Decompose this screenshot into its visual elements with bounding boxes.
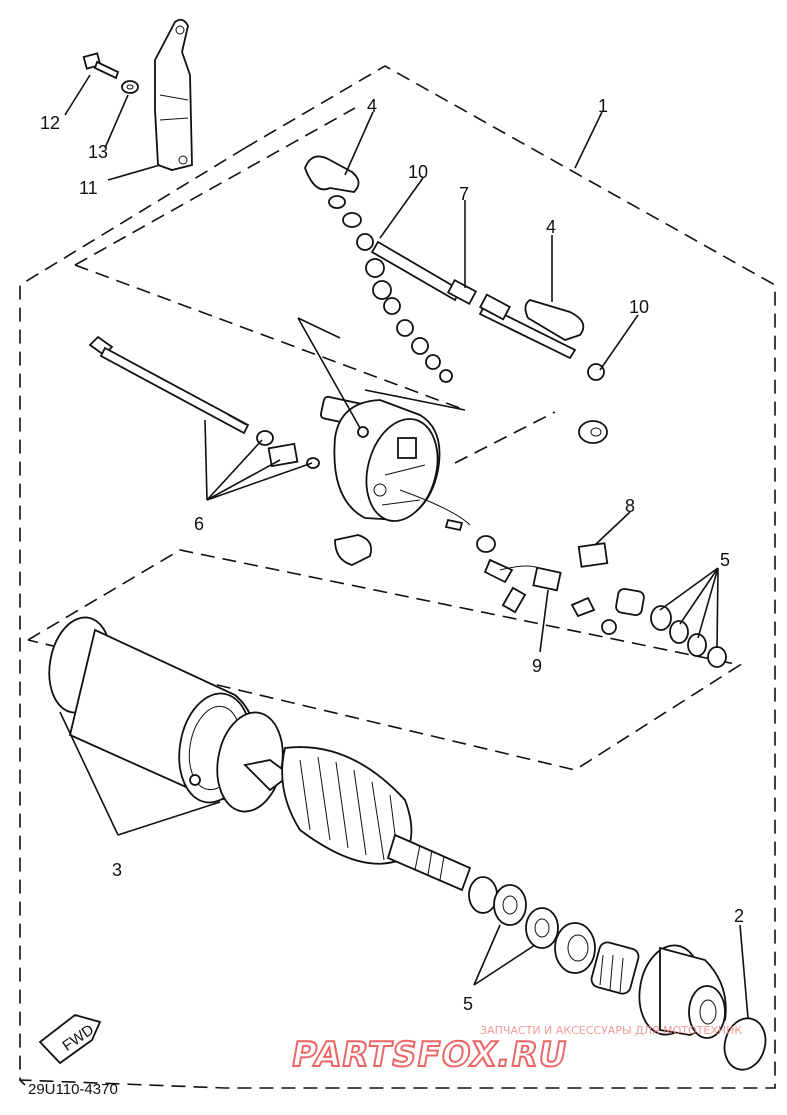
armature-part	[243, 746, 472, 892]
yoke-housing-part	[48, 616, 284, 813]
callout-5-lower: 5	[463, 994, 473, 1014]
front-bearing-parts	[468, 876, 640, 995]
callout-7: 7	[459, 184, 469, 204]
callout-2: 2	[734, 906, 744, 926]
watermark-tagline: ЗАПЧАСТИ И АКСЕССУАРЫ ДЛЯ МОТОТЕХНИК	[480, 1024, 742, 1037]
callout-13: 13	[88, 142, 108, 162]
callout-3: 3	[112, 860, 122, 880]
bracket-part	[154, 18, 193, 171]
assembly-boundary-lines	[19, 65, 776, 1089]
watermark: ЗАПЧАСТИ И АКСЕССУАРЫ ДЛЯ МОТОТЕХНИК PAR…	[287, 1024, 742, 1076]
rear-cover-part	[319, 395, 441, 522]
callout-6: 6	[194, 514, 204, 534]
washer-stack-5-upper	[615, 587, 727, 668]
callout-10-right: 10	[629, 297, 649, 317]
fwd-arrow-icon: FWD	[38, 1014, 102, 1065]
bolt-12-part	[82, 52, 120, 80]
lead-wire-7-part	[370, 240, 605, 381]
diagram-code: 29U110-4370	[28, 1081, 118, 1098]
terminal-boot-4-part	[524, 299, 585, 341]
leader-lines	[59, 74, 749, 1019]
callout-1: 1	[598, 96, 608, 116]
callout-11: 11	[79, 178, 98, 198]
terminal-hardware-column	[304, 155, 453, 383]
brush-plate-parts	[256, 420, 617, 635]
brush-holder-8-part	[577, 542, 609, 568]
front-cover-part	[638, 944, 727, 1039]
callout-5-upper: 5	[720, 550, 730, 570]
washer-13-part	[121, 80, 139, 94]
callout-9: 9	[532, 656, 542, 676]
callout-4-top: 4	[367, 96, 377, 116]
callout-12: 12	[40, 113, 60, 133]
watermark-logo: PARTSFOX.RU	[288, 1035, 570, 1075]
o-ring-2-part	[723, 1017, 767, 1071]
callout-10-top: 10	[408, 162, 428, 182]
callout-labels: 1 4 10 7 4 10 12 13 11 6 8 5 9 3 2 5	[40, 96, 744, 1014]
callout-4-right: 4	[546, 217, 556, 237]
through-bolt-part	[88, 335, 250, 435]
callout-8: 8	[625, 496, 635, 516]
